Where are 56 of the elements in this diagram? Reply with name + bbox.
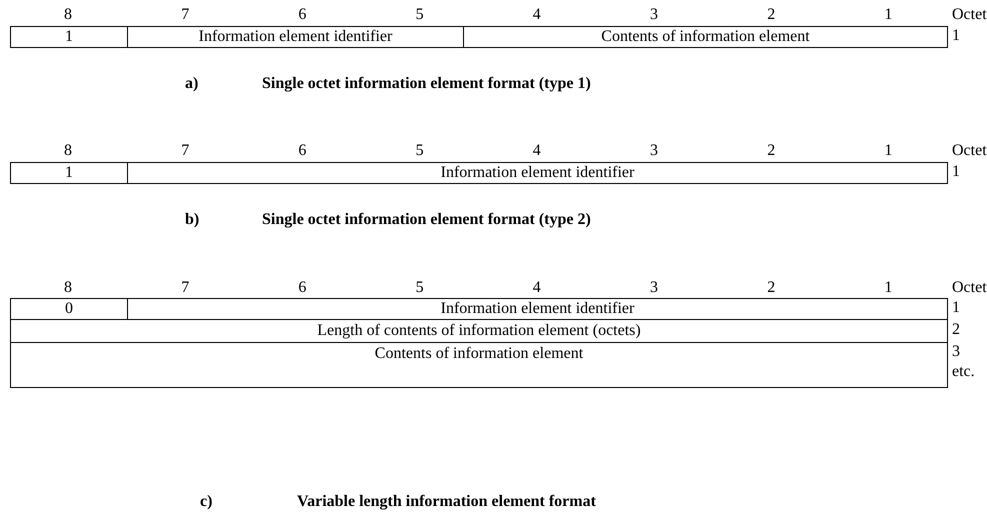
field-cell [127, 298, 948, 320]
bit-number: 5 [416, 5, 424, 25]
bit-number: 7 [181, 141, 190, 161]
bit-number: 7 [181, 278, 190, 298]
bit-number: 3 [650, 278, 658, 298]
figure-letter: a) [185, 74, 198, 94]
bit-number: 7 [181, 5, 190, 25]
bit-number: 5 [416, 141, 424, 161]
figure-caption: Variable length information element format [297, 492, 596, 512]
bit-number: 8 [64, 141, 72, 161]
field-name: Information element identifier [198, 28, 392, 46]
field-cell [127, 26, 464, 48]
field-name: Contents of information element [601, 28, 810, 46]
bit-number: 2 [767, 278, 776, 298]
bit-number: 4 [532, 141, 541, 161]
field-name: Information element identifier [440, 300, 634, 318]
field-cell [127, 162, 948, 184]
field-name: 1 [65, 164, 73, 182]
bit-number: 4 [532, 5, 541, 25]
field-cell [10, 298, 128, 320]
octet-number: 3 etc. [952, 342, 976, 382]
field-name: 1 [65, 28, 73, 46]
field-name: Length of contents of information element (octets) [317, 322, 641, 340]
bit-number: 6 [298, 141, 306, 161]
bit-number: 4 [532, 278, 541, 298]
bit-number: 6 [298, 5, 306, 25]
figure-caption: Single octet information element format (type 2) [262, 210, 591, 230]
column-heading: Octet [952, 5, 987, 25]
column-heading: Octet [952, 278, 987, 298]
bit-number: 3 [650, 5, 658, 25]
column-heading: Octet [952, 141, 987, 161]
bit-number: 1 [884, 278, 892, 298]
bit-number: 1 [884, 5, 892, 25]
octet-number: 1 [952, 298, 961, 318]
bit-number: 2 [767, 5, 776, 25]
figure-letter: c) [200, 492, 212, 512]
field-cell [10, 342, 948, 388]
figure-letter: b) [185, 210, 200, 230]
bit-number: 3 [650, 141, 658, 161]
field-cell [463, 26, 948, 48]
field-cell [10, 162, 128, 184]
bit-number: 1 [884, 141, 892, 161]
bit-number: 6 [298, 278, 306, 298]
field-name: 0 [65, 300, 73, 318]
octet-number: 1 [952, 162, 961, 182]
octet-number: 1 [952, 26, 961, 46]
bit-number: 5 [416, 278, 424, 298]
figure-caption: Single octet information element format (type 1) [262, 74, 591, 94]
field-name: Information element identifier [440, 164, 634, 182]
octet-number: 2 [952, 320, 961, 340]
field-cell [10, 319, 948, 343]
bit-number: 8 [64, 5, 72, 25]
field-name: Contents of information element [374, 345, 584, 363]
field-cell [10, 26, 128, 48]
bit-number: 2 [767, 141, 776, 161]
bit-number: 8 [64, 278, 72, 298]
